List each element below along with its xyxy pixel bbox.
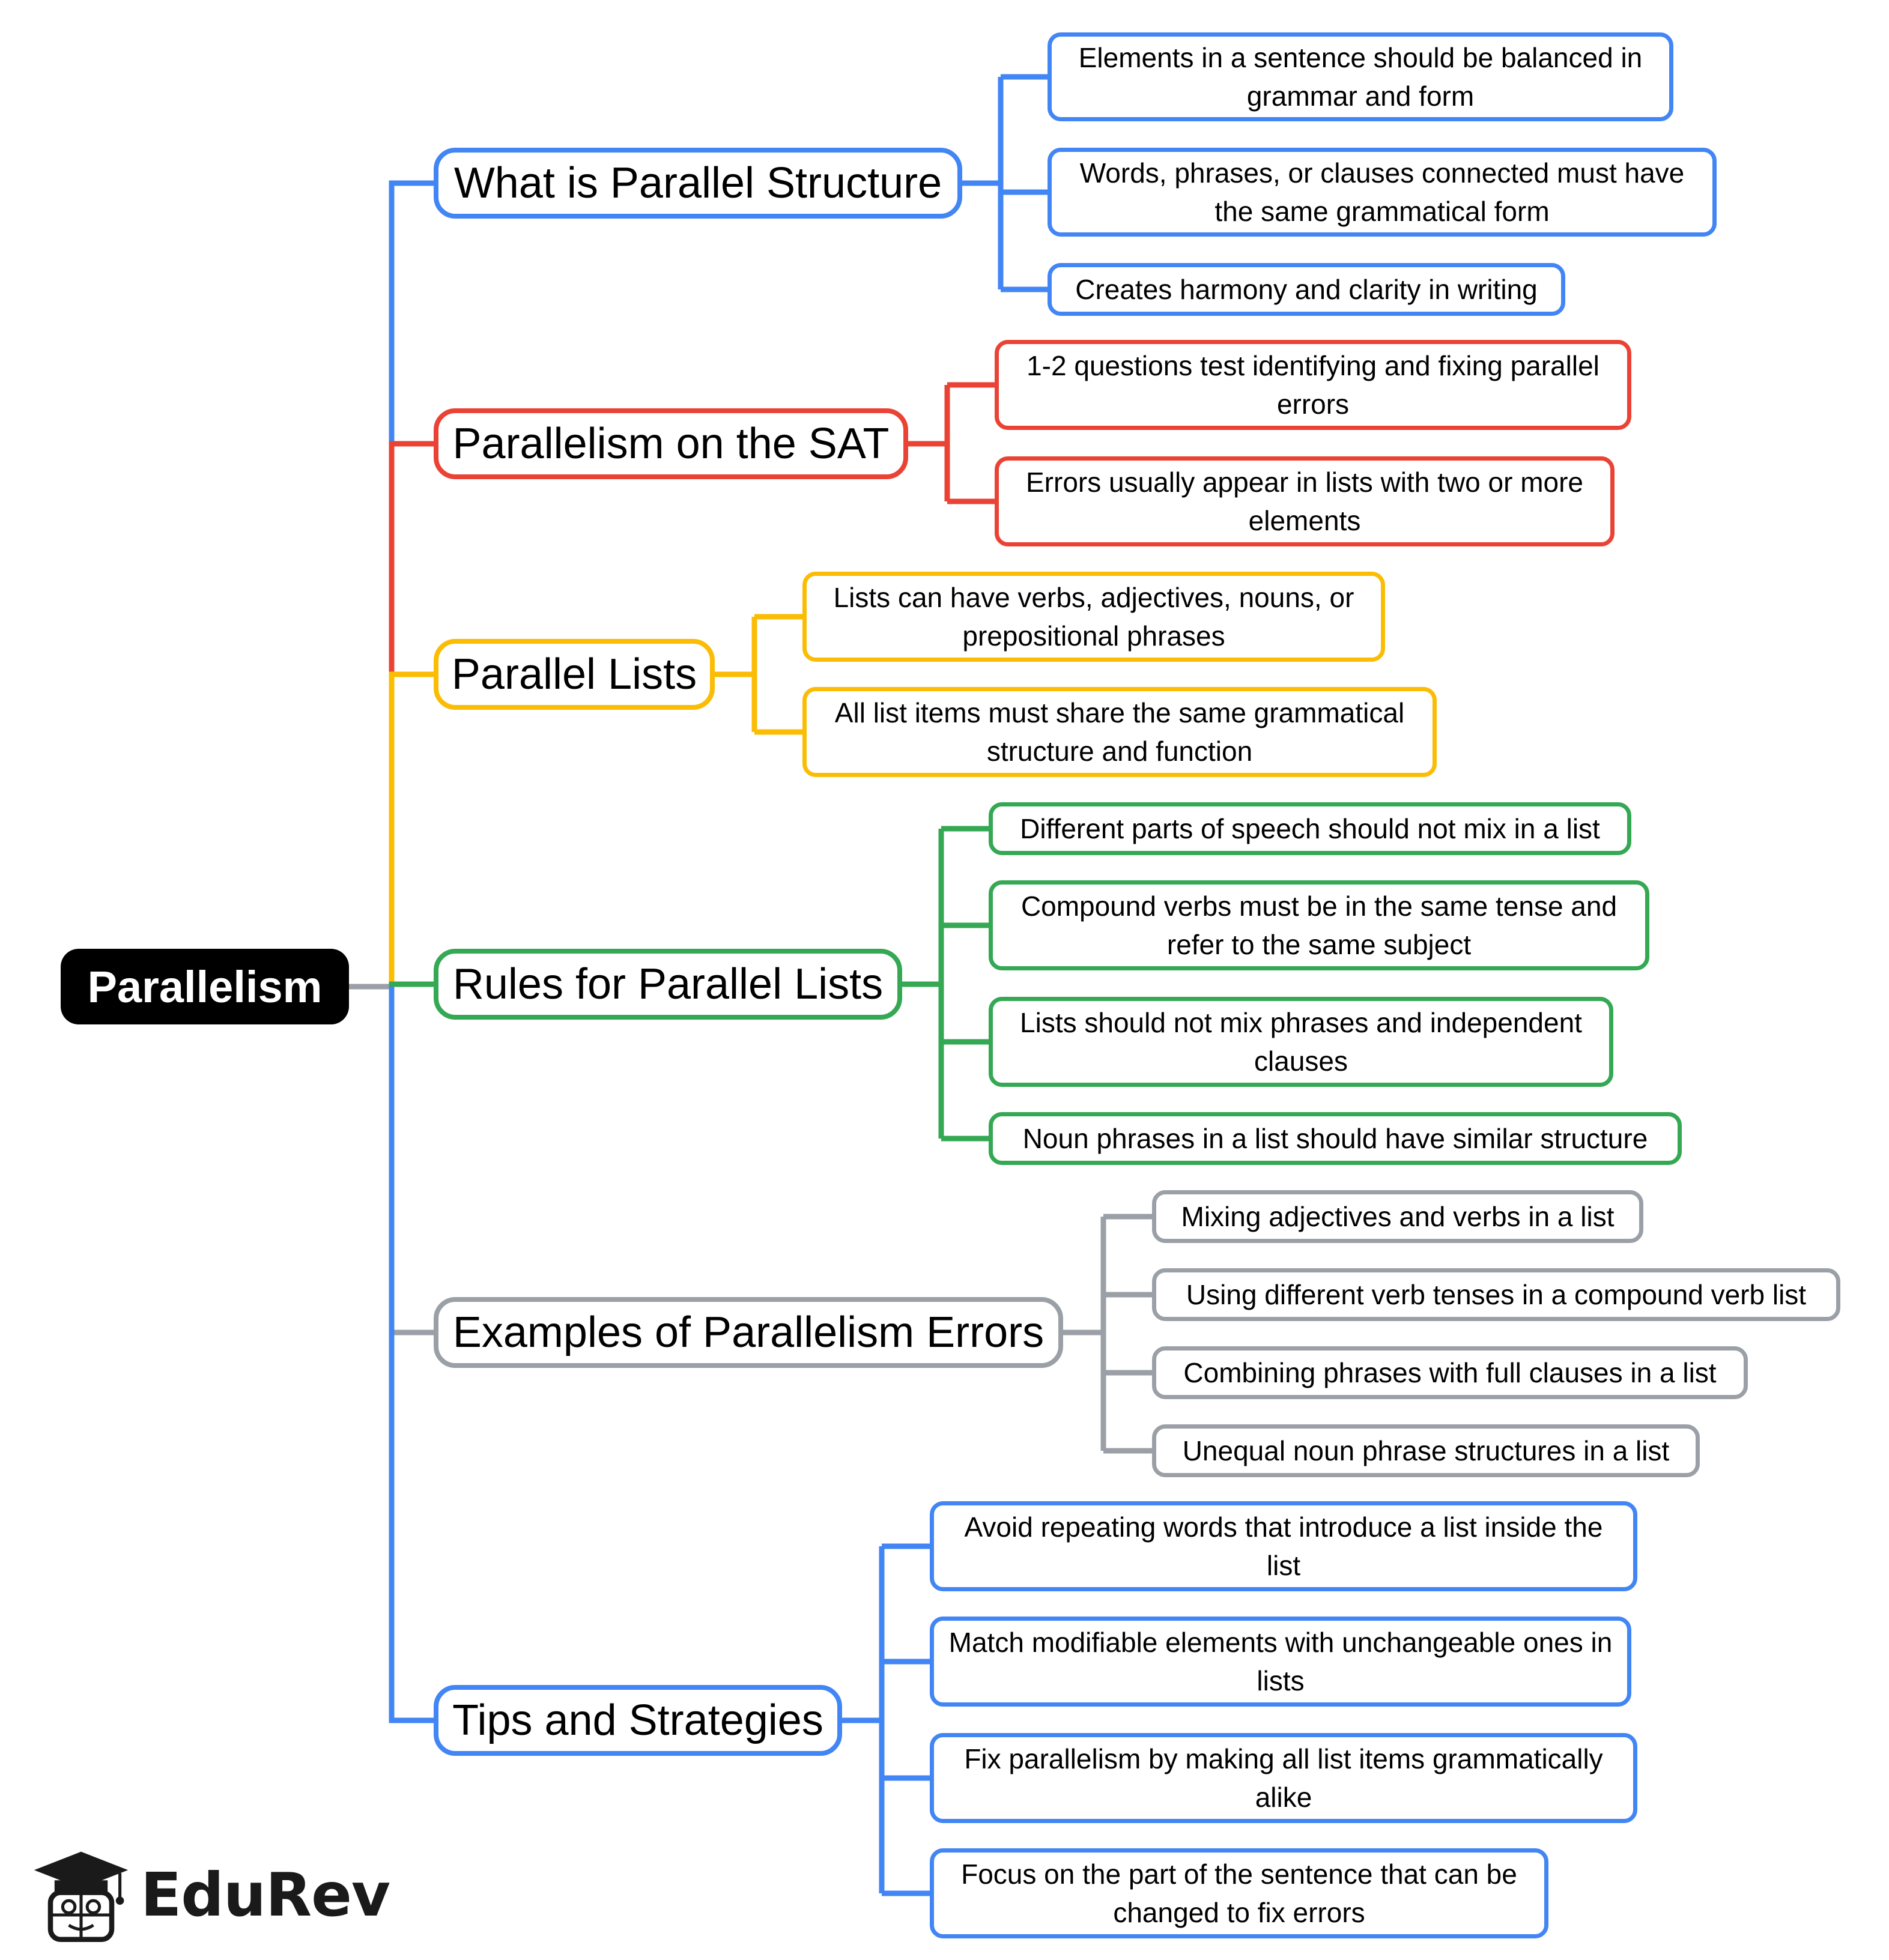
leaf-fix-parallelism[interactable]: Fix parallelism by making all list items…: [930, 1733, 1637, 1823]
leaf-compound-verbs[interactable]: Compound verbs must be in the same tense…: [989, 880, 1649, 970]
leaf-parts-of-speech[interactable]: Different parts of speech should not mix…: [989, 802, 1631, 855]
leaf-combining-phrases[interactable]: Combining phrases with full clauses in a…: [1152, 1346, 1748, 1399]
leaf-list-types[interactable]: Lists can have verbs, adjectives, nouns,…: [802, 572, 1385, 662]
leaf-noun-phrases[interactable]: Noun phrases in a list should have simil…: [989, 1112, 1682, 1165]
trunk-connector-0: [389, 180, 434, 987]
leaf-avoid-repeating-words[interactable]: Avoid repeating words that introduce a l…: [930, 1501, 1637, 1591]
branch-rules-for-parallel-lists[interactable]: Rules for Parallel Lists: [434, 949, 902, 1020]
trunk-connector-4: [389, 987, 434, 1335]
leaf-different-verb-tenses[interactable]: Using different verb tenses in a compoun…: [1152, 1268, 1840, 1321]
edurev-logo: EduRev: [6, 1838, 390, 1952]
leaf-balanced-grammar[interactable]: Elements in a sentence should be balance…: [1048, 32, 1673, 121]
leaf-same-grammatical-form[interactable]: Words, phrases, or clauses connected mus…: [1048, 148, 1717, 237]
branch-examples-of-parallelism-errors[interactable]: Examples of Parallelism Errors: [434, 1297, 1063, 1368]
leaf-unequal-noun-phrases[interactable]: Unequal noun phrase structures in a list: [1152, 1424, 1700, 1477]
root-node[interactable]: Parallelism: [61, 949, 349, 1024]
branch-tips-and-strategies[interactable]: Tips and Strategies: [434, 1685, 842, 1756]
leaf-phrases-and-clauses[interactable]: Lists should not mix phrases and indepen…: [989, 997, 1613, 1087]
leaf-sat-questions[interactable]: 1-2 questions test identifying and fixin…: [995, 340, 1631, 430]
leaf-mixing-adjectives-verbs[interactable]: Mixing adjectives and verbs in a list: [1152, 1190, 1643, 1243]
student-graduation-cap-icon: [34, 1851, 129, 1943]
trunk-connector-2: [389, 671, 434, 987]
leaf-match-modifiable-elements[interactable]: Match modifiable elements with unchangea…: [930, 1617, 1631, 1707]
leaf-errors-in-lists[interactable]: Errors usually appear in lists with two …: [995, 456, 1615, 546]
leaf-harmony-clarity[interactable]: Creates harmony and clarity in writing: [1048, 263, 1565, 316]
branch-parallel-lists[interactable]: Parallel Lists: [434, 639, 715, 710]
leaf-list-items-share-structure[interactable]: All list items must share the same gramm…: [802, 687, 1437, 777]
branch-parallelism-on-the-sat[interactable]: Parallelism on the SAT: [434, 408, 908, 479]
trunk-connector-1: [389, 441, 434, 987]
trunk-connector-5: [389, 987, 434, 1723]
logo-text: EduRev: [141, 1859, 390, 1930]
trunk-connector-3: [389, 981, 434, 987]
branch-what-is-parallel-structure[interactable]: What is Parallel Structure: [434, 148, 962, 219]
leaf-focus-on-changeable-part[interactable]: Focus on the part of the sentence that c…: [930, 1848, 1548, 1938]
